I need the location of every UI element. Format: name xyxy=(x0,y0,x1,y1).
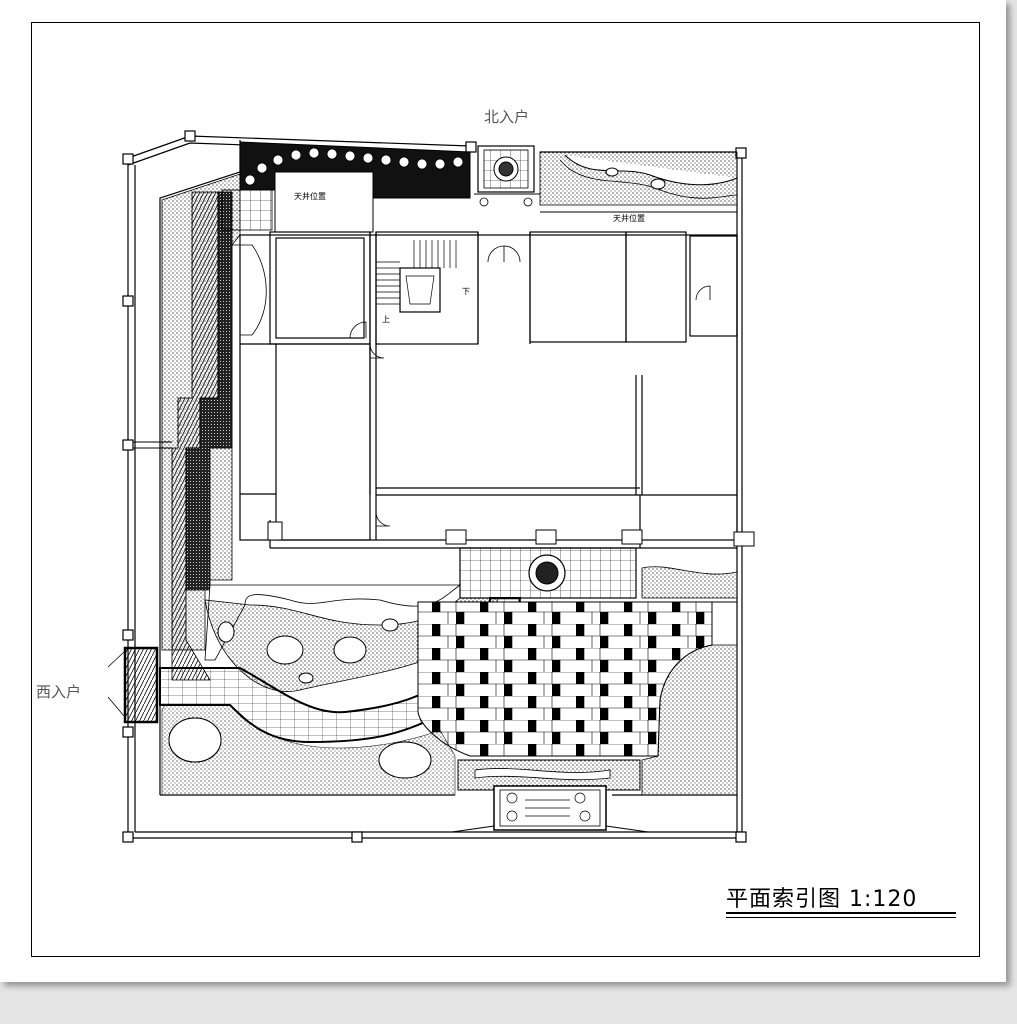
title-underline-thick xyxy=(726,912,956,914)
stair-down-label: 下 xyxy=(462,287,470,296)
site-plan-drawing xyxy=(107,130,755,843)
paver-grid-north xyxy=(221,189,273,231)
skylight-label-2: 天井位置 xyxy=(613,214,645,223)
planting-southeast xyxy=(641,644,738,796)
skylight-label-1: 天井位置 xyxy=(294,192,326,201)
boundary-posts xyxy=(122,130,747,843)
building xyxy=(239,231,738,549)
drawing-sheet: 北入户 西入户 天井位置 天井位置 上 下 平面索引图 1:120 xyxy=(0,0,1006,982)
drawing-title-block: 平面索引图 1:120 xyxy=(726,881,956,918)
drawing-border xyxy=(31,22,980,957)
north-hedge-circles xyxy=(244,147,464,186)
west-entrance-label: 西入户 xyxy=(36,683,82,701)
doors xyxy=(349,245,711,527)
hedge-band xyxy=(185,191,233,591)
title-underline-thin xyxy=(726,917,956,918)
drawing-title: 平面索引图 1:120 xyxy=(726,887,918,912)
stairs xyxy=(376,240,457,313)
north-entrance-label: 北入户 xyxy=(484,108,530,126)
west-entrance-pad xyxy=(123,646,159,724)
stair-up-label: 上 xyxy=(382,315,390,324)
